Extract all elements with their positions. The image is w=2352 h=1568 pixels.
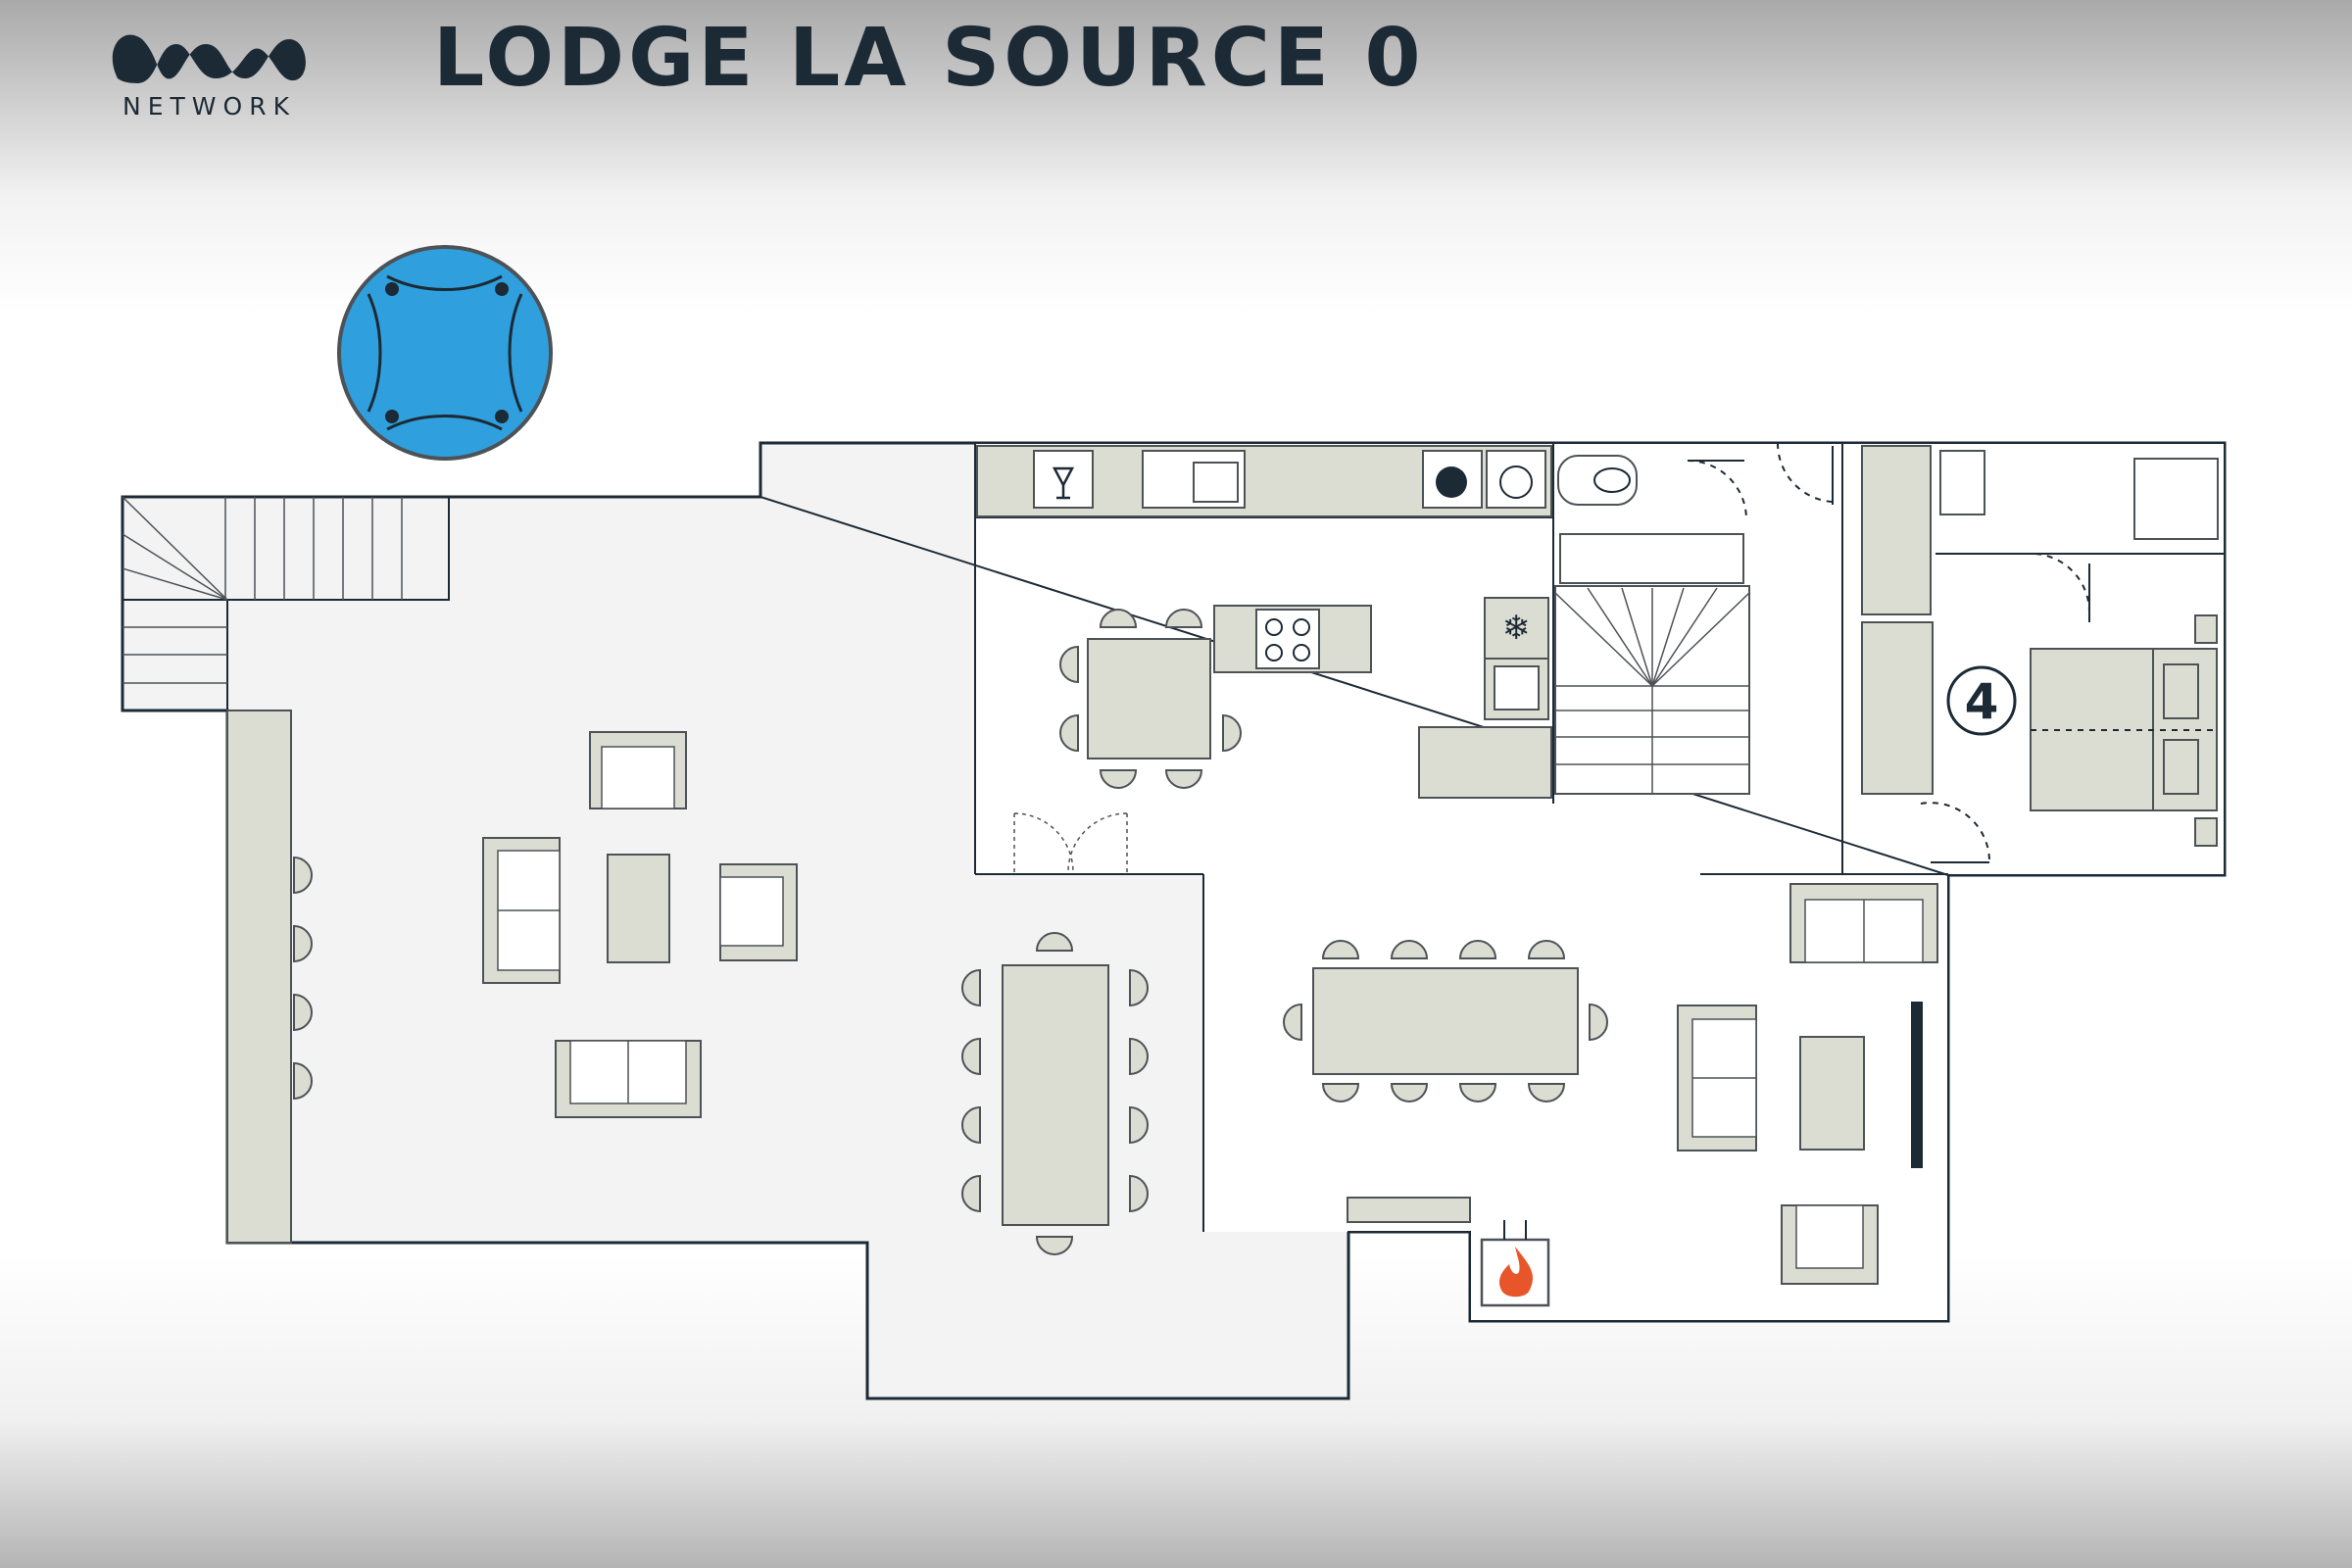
room-number: 4: [1965, 673, 1999, 730]
svg-text:❄: ❄: [1502, 609, 1531, 648]
kitchen-counter: [976, 445, 1552, 517]
fireplace-icon: [1480, 1220, 1550, 1307]
page-title: LODGE LA SOURCE 0: [433, 12, 1425, 105]
onefinestay-logo-icon: [112, 34, 306, 83]
hot-tub-icon: [337, 245, 553, 461]
staircase-left: [122, 496, 450, 711]
kitchen-side-counter: [1418, 726, 1552, 799]
bedroom-sink-icon: [1939, 450, 1985, 515]
staircase-right: [1554, 585, 1750, 795]
bathtub: [1559, 533, 1744, 584]
logo-wordmark: NETWORK: [122, 92, 296, 121]
toilet-icon: [1557, 455, 1638, 506]
dining-table-large: [961, 932, 1149, 1255]
dining-table-right: [1283, 940, 1608, 1102]
wine-fridge-icon: [1052, 466, 1075, 500]
dining-table-kitchen: [1059, 609, 1242, 789]
shower: [2133, 458, 2219, 540]
bench: [1347, 1197, 1471, 1223]
room-number-badge: [1946, 665, 2017, 736]
sink-icon: [1193, 462, 1239, 503]
lounge-right: [1677, 883, 1938, 1285]
wardrobe-2: [1861, 621, 1934, 795]
double-bed: [2030, 614, 2218, 847]
tv-icon: [1911, 1002, 1923, 1168]
wardrobe: [1861, 445, 1932, 615]
washing-machine-icon: [1436, 466, 1467, 498]
lounge-left: [482, 731, 798, 1118]
bar-stools: [293, 856, 313, 1101]
hob-icon: [1255, 609, 1320, 669]
bar-counter: [226, 710, 292, 1244]
dryer-icon: [1499, 466, 1533, 499]
